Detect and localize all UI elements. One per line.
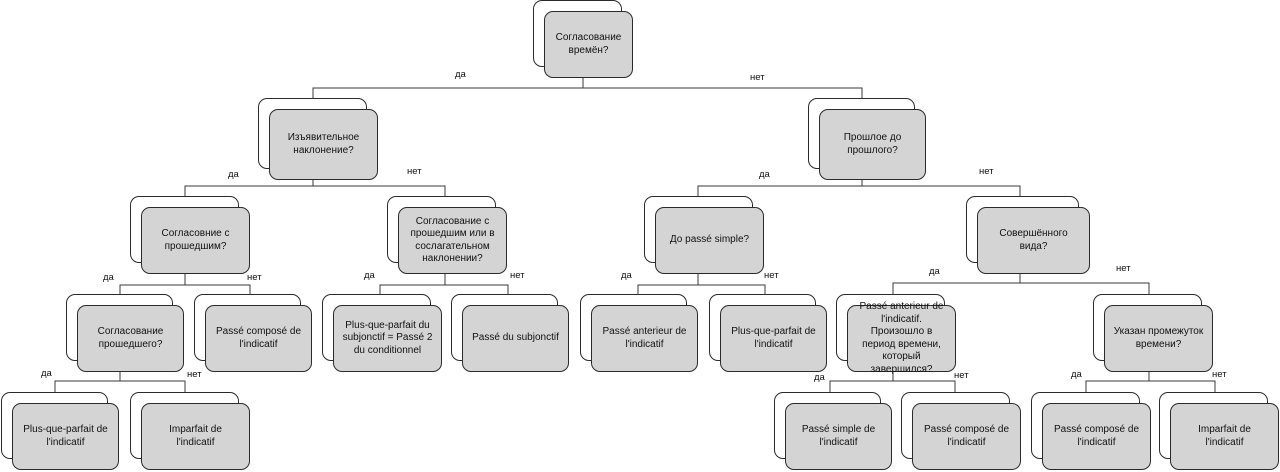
node-pc-ind: Passé composé de l'indicatif bbox=[194, 294, 312, 372]
node-label: Passé composé de l'indicatif bbox=[205, 305, 312, 372]
node-perfective: Совершённого вида? bbox=[966, 196, 1090, 274]
node-agree-past-subj: Согласование с прошедшим или в сослагате… bbox=[387, 196, 507, 274]
node-pqp-ind-l: Plus-que-parfait de l'indicatif bbox=[1, 392, 119, 470]
edge-label-perf-no: нет bbox=[1116, 263, 1131, 274]
node-before-ps: До passé simple? bbox=[644, 196, 764, 274]
node-label: Согласование прошедшего? bbox=[77, 305, 184, 372]
edge-label-per-yes: да bbox=[1071, 369, 1082, 380]
node-pc-ind3: Passé composé de l'indicatif bbox=[1031, 392, 1151, 470]
edge-label-perf-yes: да bbox=[929, 266, 940, 277]
edge-label-per-no: нет bbox=[1212, 369, 1227, 380]
edge-label-ind-no: нет bbox=[407, 166, 422, 177]
node-label: Plus-que-parfait de l'indicatif bbox=[12, 403, 119, 470]
node-agree-past2: Согласование прошедшего? bbox=[66, 294, 184, 372]
node-past-before-past: Прошлое до прошлого? bbox=[808, 98, 926, 180]
node-label: Plus-que-parfait de l'indicatif bbox=[720, 305, 827, 372]
edge-label-aps-no: нет bbox=[510, 270, 525, 281]
edge-label-root-yes: да bbox=[455, 69, 466, 80]
edge-label-ap-no: нет bbox=[247, 272, 262, 283]
node-label: Passé composé de l'indicatif bbox=[1042, 403, 1151, 470]
node-root: Согласование времён? bbox=[533, 0, 633, 78]
edge-label-paq-no: нет bbox=[954, 370, 969, 381]
node-pqp-subj: Plus-que-parfait du subjonctif = Passé 2… bbox=[322, 294, 442, 372]
edge-label-pbp-no: нет bbox=[979, 166, 994, 177]
node-pqp-ind-r: Plus-que-parfait de l'indicatif bbox=[709, 294, 827, 372]
node-label: Passé anterieur de l'indicatif. Произошл… bbox=[847, 301, 956, 375]
edge-label-ap2-yes: да bbox=[41, 368, 52, 379]
edge-label-bps-yes: да bbox=[621, 270, 632, 281]
node-label: До passé simple? bbox=[655, 207, 764, 274]
node-label: Imparfait de l'indicatif bbox=[1170, 403, 1279, 470]
node-label: Согласование с прошедшим или в сослагате… bbox=[398, 207, 507, 274]
edge-label-pbp-yes: да bbox=[759, 169, 770, 180]
node-label: Passé anterieur de l'indicatif bbox=[591, 305, 698, 372]
node-pc-ind2: Passé composé de l'indicatif bbox=[901, 392, 1021, 470]
edge-label-bps-no: нет bbox=[764, 270, 779, 281]
node-ps-ind: Passé simple de l'indicatif bbox=[774, 392, 892, 470]
node-label: Совершённого вида? bbox=[977, 207, 1090, 274]
node-label: Passé du subjonctif bbox=[462, 305, 569, 372]
node-indicative: Изъявительное наклонение? bbox=[258, 98, 378, 180]
node-label: Passé simple de l'indicatif bbox=[785, 403, 892, 470]
node-label: Согласовние с прошедшим? bbox=[141, 207, 250, 274]
node-p-subj: Passé du subjonctif bbox=[451, 294, 569, 372]
node-label: Прошлое до прошлого? bbox=[819, 109, 926, 180]
node-pa-ind: Passé anterieur de l'indicatif bbox=[580, 294, 698, 372]
node-agree-past: Согласовние с прошедшим? bbox=[130, 196, 250, 274]
node-label: Plus-que-parfait du subjonctif = Passé 2… bbox=[333, 305, 442, 372]
edge-label-aps-yes: да bbox=[364, 270, 375, 281]
node-label: Указан промежуток времени? bbox=[1104, 305, 1213, 372]
node-period: Указан промежуток времени? bbox=[1093, 294, 1213, 372]
node-label: Согласование времён? bbox=[544, 11, 633, 78]
edge-label-ap-yes: да bbox=[103, 272, 114, 283]
edge-label-ind-yes: да bbox=[228, 169, 239, 180]
node-label: Imparfait de l'indicatif bbox=[141, 403, 250, 470]
node-imp-ind-r: Imparfait de l'indicatif bbox=[1159, 392, 1279, 470]
edge-label-paq-yes: да bbox=[814, 372, 825, 383]
edge-label-root-no: нет bbox=[750, 72, 765, 83]
edge-label-ap2-no: нет bbox=[187, 369, 202, 380]
node-pa-ind-q: Passé anterieur de l'indicatif. Произошл… bbox=[836, 294, 956, 375]
node-imp-ind-l: Imparfait de l'indicatif bbox=[130, 392, 250, 470]
node-label: Passé composé de l'indicatif bbox=[912, 403, 1021, 470]
node-label: Изъявительное наклонение? bbox=[269, 109, 378, 180]
